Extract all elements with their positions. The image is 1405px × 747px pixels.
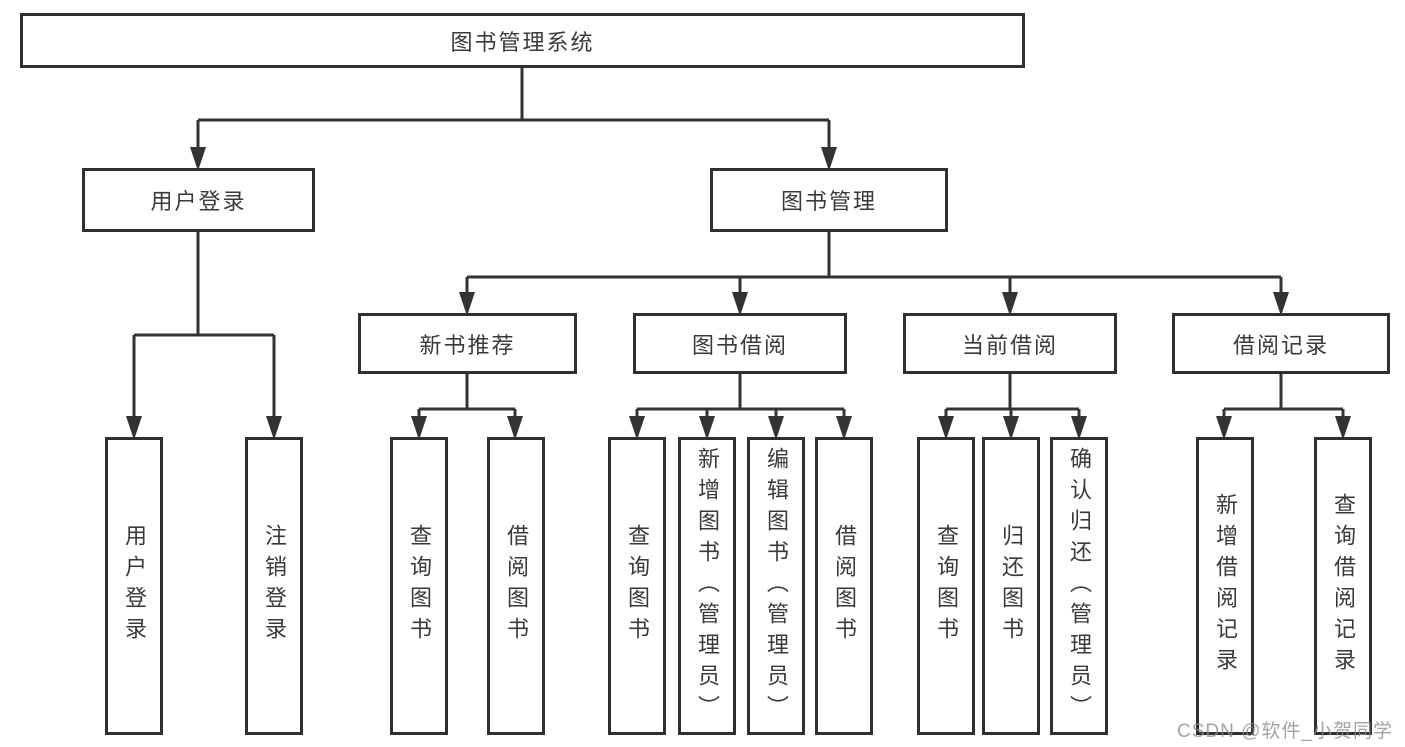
- leaf-add-books-admin: 新增图书（管理员）: [678, 437, 736, 735]
- leaf-borrow-books-recommend-label: 借阅图书: [504, 524, 529, 648]
- connector-new-book-recommendation: [417, 374, 517, 435]
- leaf-query-books-borrowing: 查询图书: [608, 437, 666, 735]
- connector-borrowing-records: [1222, 374, 1345, 435]
- csdn-watermark: CSDN @软件_小贺同学: [1177, 721, 1393, 742]
- leaf-query-borrow-record-label: 查询借阅记录: [1331, 493, 1356, 679]
- leaf-query-borrow-record: 查询借阅记录: [1314, 437, 1372, 735]
- leaf-borrow-books-borrowing: 借阅图书: [815, 437, 873, 735]
- node-book-borrowing-label: 图书借阅: [691, 332, 788, 358]
- arrowheads: [126, 147, 1351, 440]
- connector-book-management: [465, 232, 1283, 311]
- node-user-login-label: 用户登录: [150, 189, 247, 214]
- connector-root: [196, 68, 831, 166]
- node-book-borrowing: 图书借阅: [633, 313, 847, 374]
- leaf-query-books-recommend-label: 查询图书: [407, 524, 432, 648]
- leaf-confirm-return-admin-label: 确认归还（管理员）: [1067, 446, 1092, 726]
- leaf-user-login-label: 用户登录: [122, 524, 147, 648]
- leaf-confirm-return-admin: 确认归还（管理员）: [1050, 437, 1108, 735]
- leaf-query-books-recommend: 查询图书: [390, 437, 448, 735]
- leaf-edit-books-admin-label: 编辑图书（管理员）: [764, 446, 789, 726]
- leaf-add-borrow-record-label: 新增借阅记录: [1213, 493, 1238, 679]
- node-book-management: 图书管理: [710, 168, 948, 232]
- leaf-return-books-label: 归还图书: [999, 524, 1024, 648]
- connector-user-login: [132, 232, 276, 435]
- leaf-borrow-books-borrowing-label: 借阅图书: [832, 524, 857, 648]
- leaf-logout-label: 注销登录: [262, 524, 287, 648]
- node-new-book-recommendation-label: 新书推荐: [419, 332, 516, 358]
- leaf-add-borrow-record: 新增借阅记录: [1196, 437, 1254, 735]
- node-current-borrowing: 当前借阅: [903, 313, 1117, 374]
- leaf-user-login: 用户登录: [105, 437, 163, 735]
- connector-book-borrowing: [635, 374, 846, 435]
- leaf-query-books-borrowing-label: 查询图书: [625, 524, 650, 648]
- leaf-edit-books-admin: 编辑图书（管理员）: [747, 437, 805, 735]
- node-borrowing-records-label: 借阅记录: [1232, 332, 1329, 358]
- leaf-query-books-current: 查询图书: [917, 437, 975, 735]
- node-book-management-label: 图书管理: [780, 189, 877, 214]
- leaf-borrow-books-recommend: 借阅图书: [487, 437, 545, 735]
- node-user-login: 用户登录: [82, 168, 315, 232]
- node-borrowing-records: 借阅记录: [1172, 313, 1390, 374]
- leaf-add-books-admin-label: 新增图书（管理员）: [695, 446, 720, 726]
- node-root-label: 图书管理系统: [450, 29, 595, 55]
- leaf-logout: 注销登录: [245, 437, 303, 735]
- node-current-borrowing-label: 当前借阅: [961, 332, 1058, 358]
- node-new-book-recommendation: 新书推荐: [358, 313, 577, 374]
- node-root: 图书管理系统: [20, 13, 1025, 68]
- leaf-return-books: 归还图书: [982, 437, 1040, 735]
- leaf-query-books-current-label: 查询图书: [934, 524, 959, 648]
